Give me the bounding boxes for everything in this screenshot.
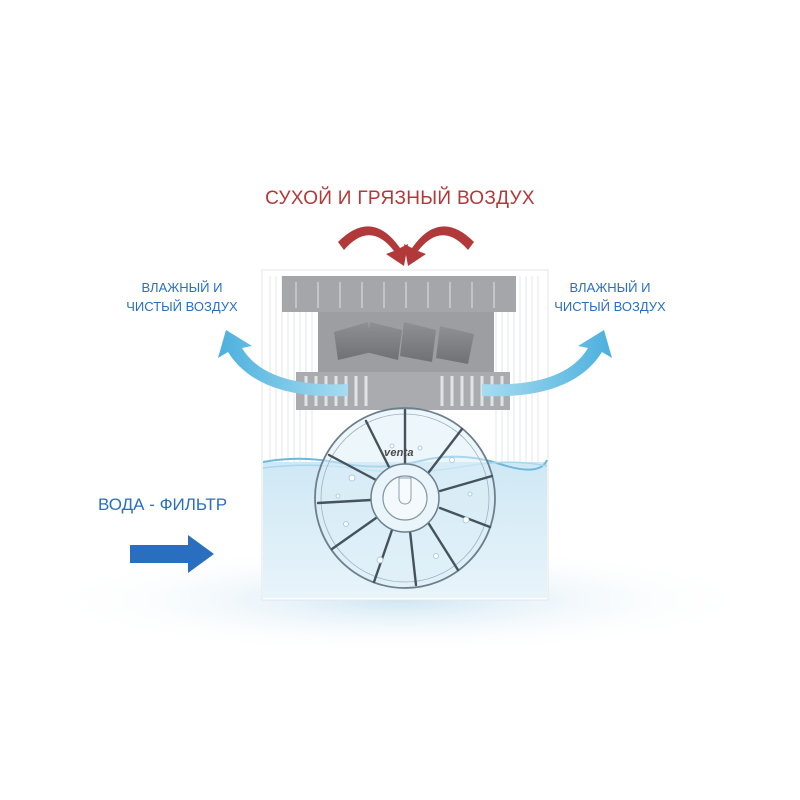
curved-arrow-up-icon (218, 330, 612, 397)
clean-air-label-right-line1: ВЛАЖНЫЙ И (569, 280, 651, 295)
disc-wheel (314, 407, 496, 589)
arrow-right-icon (130, 535, 214, 573)
clean-air-label-right-line2: ЧИСТЫЙ ВОЗДУХ (554, 299, 666, 314)
curved-arrow-down-icon (338, 226, 474, 266)
brand-logo: venta (384, 447, 414, 459)
clean-air-label-left: ВЛАЖНЫЙ И ЧИСТЫЙ ВОЗДУХ (82, 278, 282, 316)
dry-air-label: СУХОЙ И ГРЯЗНЫЙ ВОЗДУХ (265, 188, 535, 209)
water-filter-label: ВОДА - ФИЛЬТР (98, 495, 228, 514)
clean-air-label-right: ВЛАЖНЫЙ И ЧИСТЫЙ ВОЗДУХ (510, 278, 710, 316)
fan-module (282, 276, 516, 410)
clean-air-label-left-line1: ВЛАЖНЫЙ И (141, 280, 223, 295)
fan-blades (334, 322, 474, 364)
clean-air-label-left-line2: ЧИСТЫЙ ВОЗДУХ (126, 299, 238, 314)
